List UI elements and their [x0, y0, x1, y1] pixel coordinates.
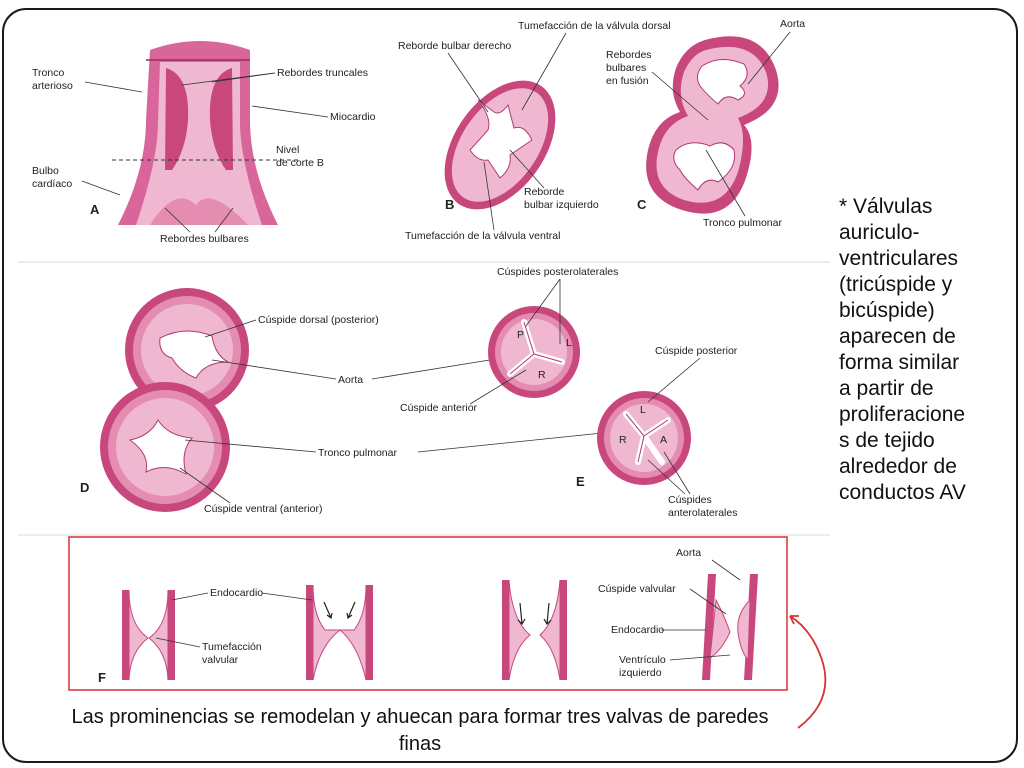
- highlight-box: [69, 537, 787, 690]
- svg-text:Rebordes bulbares: Rebordes bulbares: [160, 233, 249, 245]
- svg-text:Miocardio: Miocardio: [330, 111, 376, 123]
- svg-text:Endocardio: Endocardio: [210, 587, 263, 599]
- svg-text:Aorta: Aorta: [676, 547, 701, 559]
- svg-text:Rebordes: Rebordes: [606, 49, 652, 61]
- svg-text:Tumefacción de la válvula vent: Tumefacción de la válvula ventral: [405, 230, 560, 242]
- svg-text:valvular: valvular: [202, 654, 239, 666]
- svg-text:L: L: [566, 337, 572, 349]
- svg-text:Cúspide posterior: Cúspide posterior: [655, 345, 738, 357]
- svg-text:cardíaco: cardíaco: [32, 178, 72, 190]
- panel-c: C Aorta Rebordes bulbares en fusión Tron…: [606, 18, 805, 229]
- panel-f-letter: F: [98, 670, 106, 685]
- panel-b-letter: B: [445, 197, 454, 212]
- svg-text:Cúspides posterolaterales: Cúspides posterolaterales: [497, 266, 618, 278]
- svg-text:R: R: [538, 369, 546, 381]
- svg-text:Tronco pulmonar: Tronco pulmonar: [703, 217, 782, 229]
- svg-text:Aorta: Aorta: [780, 18, 805, 30]
- panel-a-letter: A: [90, 202, 100, 217]
- svg-text:Nivel: Nivel: [276, 144, 299, 156]
- svg-text:Reborde bulbar derecho: Reborde bulbar derecho: [398, 40, 511, 52]
- side-note: * Válvulas auriculo- ventriculares (tric…: [839, 194, 1009, 506]
- svg-text:Rebordes truncales: Rebordes truncales: [277, 67, 368, 79]
- svg-text:Ventrículo: Ventrículo: [619, 654, 666, 666]
- svg-text:A: A: [660, 434, 667, 446]
- panel-c-letter: C: [637, 197, 647, 212]
- caption: Las prominencias se remodelan y ahuecan …: [70, 704, 770, 758]
- svg-text:en fusión: en fusión: [606, 75, 649, 87]
- svg-text:bulbar izquierdo: bulbar izquierdo: [524, 199, 599, 211]
- svg-text:anterolaterales: anterolaterales: [668, 507, 737, 519]
- svg-text:izquierdo: izquierdo: [619, 667, 662, 679]
- panel-d-letter: D: [80, 480, 89, 495]
- svg-text:Tumefacción de la válvula dors: Tumefacción de la válvula dorsal: [518, 20, 671, 32]
- svg-text:Tronco pulmonar: Tronco pulmonar: [318, 447, 397, 459]
- svg-text:Cúspides: Cúspides: [668, 494, 712, 506]
- svg-text:Tronco: Tronco: [32, 67, 64, 79]
- svg-text:de corte B: de corte B: [276, 157, 324, 169]
- svg-text:Endocardio: Endocardio: [611, 624, 664, 636]
- panel-f: F Endocardio Tumefacción valvular Aorta …: [98, 547, 758, 685]
- svg-text:Cúspide ventral (anterior): Cúspide ventral (anterior): [204, 503, 322, 515]
- svg-text:Bulbo: Bulbo: [32, 165, 59, 177]
- svg-text:bulbares: bulbares: [606, 62, 646, 74]
- svg-text:Tumefacción: Tumefacción: [202, 641, 262, 653]
- svg-text:arterioso: arterioso: [32, 80, 73, 92]
- svg-text:R: R: [619, 434, 627, 446]
- panel-e: P L R L R A E Cúspides posterolaterales …: [400, 266, 738, 519]
- svg-text:Cúspide valvular: Cúspide valvular: [598, 583, 676, 595]
- svg-text:P: P: [517, 329, 524, 341]
- svg-text:L: L: [640, 404, 646, 416]
- panel-e-letter: E: [576, 474, 585, 489]
- svg-text:Cúspide dorsal (posterior): Cúspide dorsal (posterior): [258, 314, 379, 326]
- svg-text:Cúspide anterior: Cúspide anterior: [400, 402, 478, 414]
- panel-a: A Tronco arterioso Rebordes truncales Mi…: [32, 41, 376, 245]
- red-arrow: [790, 616, 825, 728]
- svg-text:Aorta: Aorta: [338, 374, 363, 386]
